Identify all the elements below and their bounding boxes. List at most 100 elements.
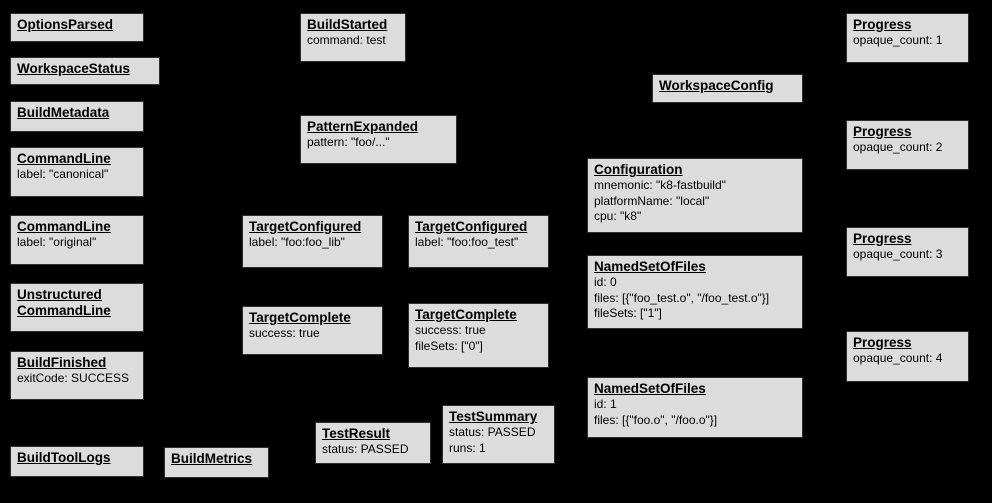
event-field: id: 0 [594,275,617,290]
event-field: opaque_count: 3 [853,247,943,262]
event-title: BuildMetrics [171,451,262,467]
event-title-line: OptionsParsed [17,17,114,32]
event-title: BuildToolLogs [17,450,137,466]
event-field: label: "foo:foo_test" [415,235,519,250]
event-title-line: TargetComplete [249,310,351,325]
event-field: id: 1 [594,397,617,412]
event-fields: success: true [249,326,376,341]
event-box-progress-3: Progress opaque_count: 3 [846,227,969,277]
event-title-line: TestResult [322,426,391,441]
event-title-line: WorkspaceStatus [17,61,131,76]
event-title-line: TargetConfigured [249,219,362,234]
event-field: opaque_count: 1 [853,33,943,48]
event-title-line: BuildMetadata [17,105,110,120]
event-field: opaque_count: 2 [853,140,943,155]
event-title: Progress [853,335,962,351]
event-title-line: BuildStarted [307,17,388,32]
event-title: WorkspaceConfig [659,78,796,94]
event-title-line: TargetConfigured [415,219,528,234]
event-title-line: CommandLine [17,219,111,234]
event-field: label: "foo:foo_lib" [249,235,345,250]
event-field: status: PASSED [322,442,409,457]
event-title-line: WorkspaceConfig [659,78,774,93]
event-fields: label: "foo:foo_test" [415,235,542,250]
event-box-test-result: TestResult status: PASSED [315,422,431,464]
event-title: CommandLine [17,219,137,235]
event-box-pattern-expanded: PatternExpanded pattern: "foo/..." [300,115,457,164]
event-title: BuildFinished [17,355,137,371]
event-fields: opaque_count: 3 [853,247,962,262]
event-box-build-finished: BuildFinished exitCode: SUCCESS [10,351,144,400]
event-title-line: Progress [853,231,912,246]
event-title: BuildStarted [307,17,399,33]
event-title: TargetComplete [415,307,542,323]
event-title: NamedSetOfFiles [594,381,796,397]
event-field: success: true [415,323,486,338]
event-fields: opaque_count: 4 [853,351,962,366]
event-box-target-configured-foo-lib: TargetConfigured label: "foo:foo_lib" [242,215,383,268]
event-title: WorkspaceStatus [17,61,153,77]
event-title: BuildMetadata [17,105,137,121]
event-title: OptionsParsed [17,17,137,33]
event-box-target-configured-foo-test: TargetConfigured label: "foo:foo_test" [408,215,549,268]
event-title-line: Unstructured [17,287,102,302]
event-title-line: Configuration [594,162,683,177]
event-field: opaque_count: 4 [853,351,943,366]
event-field: label: "canonical" [17,167,109,182]
event-title-line: Progress [853,335,912,350]
event-box-options-parsed: OptionsParsed [10,13,144,42]
event-title: CommandLine [17,151,137,167]
event-title-line: TargetComplete [415,307,517,322]
event-box-command-line-original: CommandLine label: "original" [10,215,144,265]
event-fields: label: "original" [17,235,137,250]
event-field: cpu: "k8" [594,209,642,224]
event-title-line: Progress [853,124,912,139]
event-field: files: [{"foo.o", "/foo.o"}] [594,412,718,427]
event-title: TargetConfigured [415,219,542,235]
event-box-progress-4: Progress opaque_count: 4 [846,331,969,382]
event-box-configuration: Configuration mnemonic: "k8-fastbuild"pl… [587,158,803,233]
event-title: Progress [853,17,962,33]
event-field: fileSets: ["1"] [594,306,662,321]
event-field: mnemonic: "k8-fastbuild" [594,178,726,193]
event-box-workspace-config: WorkspaceConfig [652,74,803,103]
event-title-line: CommandLine [17,303,111,319]
event-fields: status: PASSED [322,442,424,457]
event-title: Configuration [594,162,796,178]
event-field: pattern: "foo/..." [307,135,390,150]
event-title-line: TestSummary [449,409,538,424]
event-title: TestResult [322,426,424,442]
event-field: status: PASSED [449,425,536,440]
event-fields: opaque_count: 2 [853,140,962,155]
event-title: PatternExpanded [307,119,450,135]
event-box-workspace-status: WorkspaceStatus [10,57,160,85]
event-title-line: BuildFinished [17,355,107,370]
event-title-line: CommandLine [17,151,111,166]
event-box-build-metrics: BuildMetrics [164,447,269,478]
event-field: label: "original" [17,235,97,250]
event-box-build-started: BuildStarted command: test [300,13,406,62]
event-title-line: BuildToolLogs [17,450,111,465]
event-title: NamedSetOfFiles [594,259,796,275]
event-fields: label: "foo:foo_lib" [249,235,376,250]
event-box-progress-2: Progress opaque_count: 2 [846,120,969,170]
event-box-build-tool-logs: BuildToolLogs [10,446,144,477]
event-box-command-line-canonical: CommandLine label: "canonical" [10,147,144,197]
event-box-progress-1: Progress opaque_count: 1 [846,13,969,63]
event-fields: pattern: "foo/..." [307,135,450,150]
event-fields: exitCode: SUCCESS [17,371,137,386]
event-field: success: true [249,326,320,341]
event-fields: opaque_count: 1 [853,33,962,48]
event-title: TargetComplete [249,310,376,326]
event-title: TestSummary [449,409,548,425]
event-fields: label: "canonical" [17,167,137,182]
event-field: platformName: "local" [594,193,710,208]
event-fields: mnemonic: "k8-fastbuild"platformName: "l… [594,178,796,224]
